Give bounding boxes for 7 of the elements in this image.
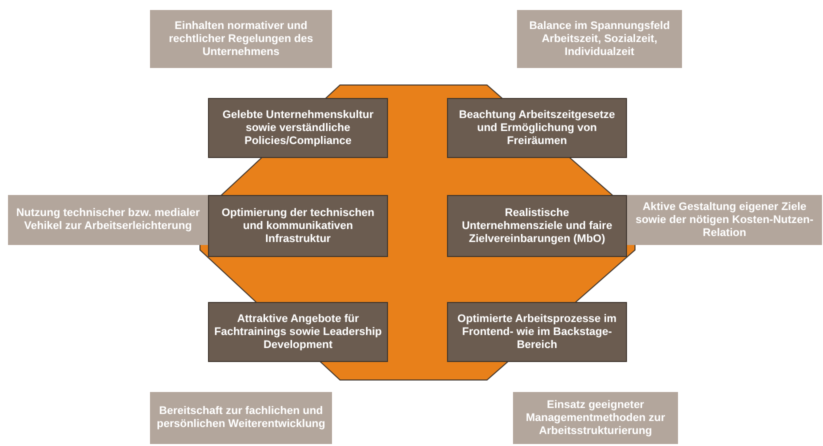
measure-box: Beachtung Arbeitszeitgesetze und Ermöglichung von Freiräumen: [447, 98, 627, 158]
goal-box: Balance im Spannungsfeld Arbeitszeit, Sozialzeit, Individualzeit: [517, 10, 682, 68]
goal-box: Aktive Gestaltung eigener Ziele sowie der nötigen Kosten-Nutzen-Relation: [627, 195, 822, 245]
goal-box: Bereitschaft zur fachlichen und persönlichen Weiterentwicklung: [150, 392, 332, 444]
goal-box: Nutzung technischer bzw. medialer Vehikel zur Arbeitserleichterung: [8, 195, 208, 245]
goal-box: Einsatz geeigneter Managementmethoden zur Arbeitsstrukturierung: [513, 392, 678, 444]
goal-box: Einhalten normativer und rechtlicher Regelungen des Unternehmens: [150, 10, 332, 68]
